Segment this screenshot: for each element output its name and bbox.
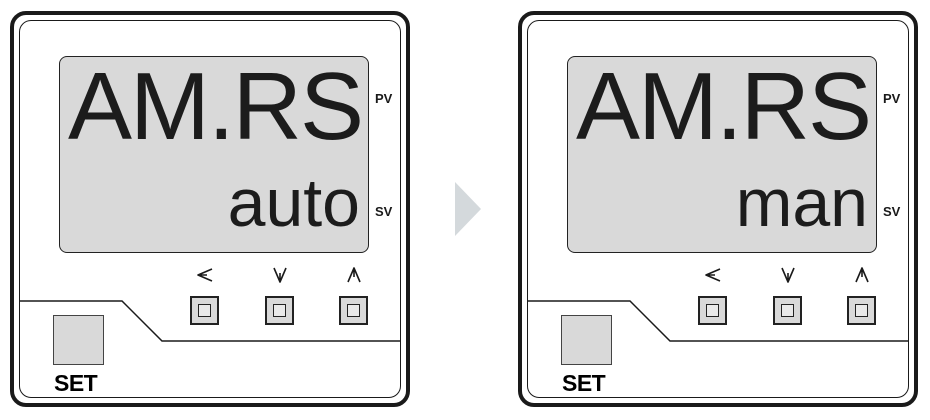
key-face [347,304,360,317]
down-arrow-icon [781,267,795,283]
up-arrow-icon [347,267,361,283]
left-arrow-icon [705,268,721,282]
key-face [706,304,719,317]
left-arrow-icon [197,268,213,282]
transition-arrow-icon [455,182,481,236]
pv-label: PV [883,91,901,106]
left-key-button[interactable] [698,296,727,325]
down-arrow-icon [273,267,287,283]
up-key-button[interactable] [339,296,368,325]
set-key-label: SET [54,370,98,396]
set-key-button[interactable] [53,315,104,365]
pv-display-value: AM.RS [576,53,872,160]
down-key-button[interactable] [773,296,802,325]
sv-label: SV [883,204,901,219]
up-key-button[interactable] [847,296,876,325]
controller-panel-auto: AM.RS auto PV SV SET [10,11,410,407]
down-key-button[interactable] [265,296,294,325]
sv-label: SV [375,204,393,219]
controller-panel-man: AM.RS man PV SV SET [518,11,918,407]
set-key-button[interactable] [561,315,612,365]
set-key-label: SET [562,370,606,396]
key-face [198,304,211,317]
up-arrow-icon [855,267,869,283]
pv-label: PV [375,91,393,106]
sv-display-value: man [735,165,868,241]
pv-display-value: AM.RS [68,53,364,160]
lcd-display: AM.RS auto [59,56,369,253]
lcd-display: AM.RS man [567,56,877,253]
key-face [781,304,794,317]
key-face [855,304,868,317]
sv-display-value: auto [227,165,360,241]
key-face [273,304,286,317]
left-key-button[interactable] [190,296,219,325]
